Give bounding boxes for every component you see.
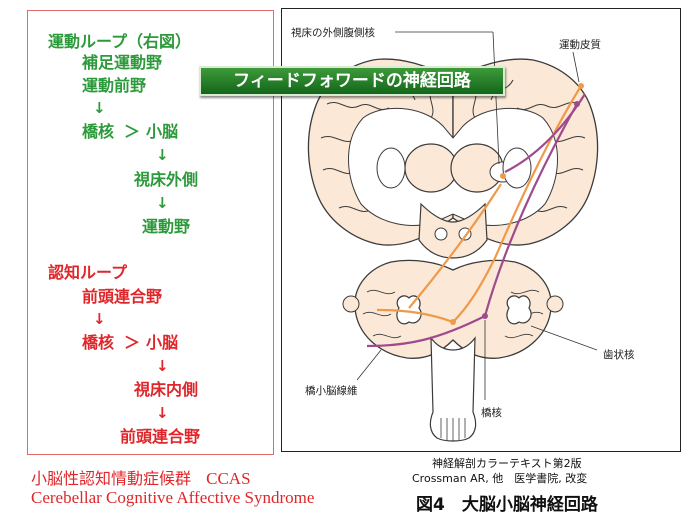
label-leaders — [356, 31, 598, 400]
pathway-endpoint — [450, 319, 456, 325]
dentate-nucleus-right — [506, 295, 532, 325]
motor-loop-item: 視床外側 — [134, 170, 199, 189]
dentate-nucleus-left — [396, 295, 422, 325]
midbrain-nucleus — [434, 227, 448, 241]
loop-summary-box — [27, 10, 274, 455]
label-thalamus: 視床の外側腹側核 — [291, 26, 375, 39]
motor-loop-item: 運動前野 — [82, 76, 147, 95]
cognitive-loop-item: 小脳 — [146, 333, 179, 352]
thalamus-left — [404, 143, 458, 193]
down-arrow: ↓ — [93, 310, 106, 328]
motor-loop-item: 補足運動野 — [82, 53, 163, 72]
label-dentate: 歯状核 — [603, 348, 635, 361]
right-arrow: ＞ — [124, 333, 141, 352]
syndrome-abbr: CCAS — [206, 469, 251, 488]
label-pontine: 橋核 — [481, 406, 502, 419]
midbrain — [418, 202, 488, 259]
flocculus-left — [342, 295, 360, 313]
pathway-purple-pontocerebellar — [366, 315, 486, 348]
label-pontocerebellar: 橋小脳線維 — [305, 384, 358, 397]
basal-nucleus-right — [502, 147, 532, 189]
source-line2: Crossman AR, 他 医学書院, 改変 — [412, 472, 588, 485]
down-arrow: ↓ — [93, 99, 106, 117]
pathway-purple-descending — [483, 103, 578, 317]
syndrome-ja: 小脳性認知情動症候群 CCAS — [31, 465, 251, 489]
pathway-orange-dentate-to-thalamus — [408, 183, 502, 309]
right-arrow: ＞ — [124, 122, 141, 141]
label-motor-cortex: 運動皮質 — [559, 38, 601, 51]
pathway-endpoint — [578, 83, 584, 89]
brainstem — [429, 336, 477, 442]
motor-loop-item: 小脳 — [146, 122, 179, 141]
pathway-endpoint — [500, 173, 506, 179]
brainstem-fibers — [440, 418, 466, 441]
cognitive-loop-item: 前頭連合野 — [120, 427, 201, 446]
motor-loop-title: 運動ループ（右図） — [48, 32, 192, 51]
down-arrow: ↓ — [156, 357, 169, 375]
cerebellum — [354, 259, 552, 359]
cognitive-loop-item: 前頭連合野 — [82, 287, 163, 306]
source-line1: 神経解剖カラーテキスト第2版 — [432, 457, 582, 470]
pathway-orange-cortex-to-pons — [452, 85, 582, 323]
down-arrow: ↓ — [156, 404, 169, 422]
cognitive-loop-title: 認知ループ — [48, 263, 128, 282]
pathway-endpoint — [574, 101, 580, 107]
figure-caption: 図4 大脳小脳神経回路 — [416, 495, 598, 515]
syndrome-en: Cerebellar Cognitive Affective Syndrome — [31, 488, 315, 507]
pathway-orange-pons-to-cerebellum — [376, 308, 454, 324]
pathway-endpoint — [482, 313, 488, 319]
motor-loop-item: 橋核 — [82, 122, 115, 141]
down-arrow: ↓ — [156, 146, 169, 164]
feedforward-banner: フィードフォワードの神経回路 — [199, 66, 505, 96]
cognitive-loop-item: 橋核 — [82, 333, 115, 352]
motor-loop-item: 運動野 — [142, 217, 191, 236]
cognitive-loop-item: 視床内側 — [134, 380, 199, 399]
down-arrow: ↓ — [156, 194, 169, 212]
flocculus-right — [546, 295, 564, 313]
syndrome-ja-text: 小脳性認知情動症候群 — [31, 469, 192, 488]
basal-nucleus-left — [376, 147, 406, 189]
